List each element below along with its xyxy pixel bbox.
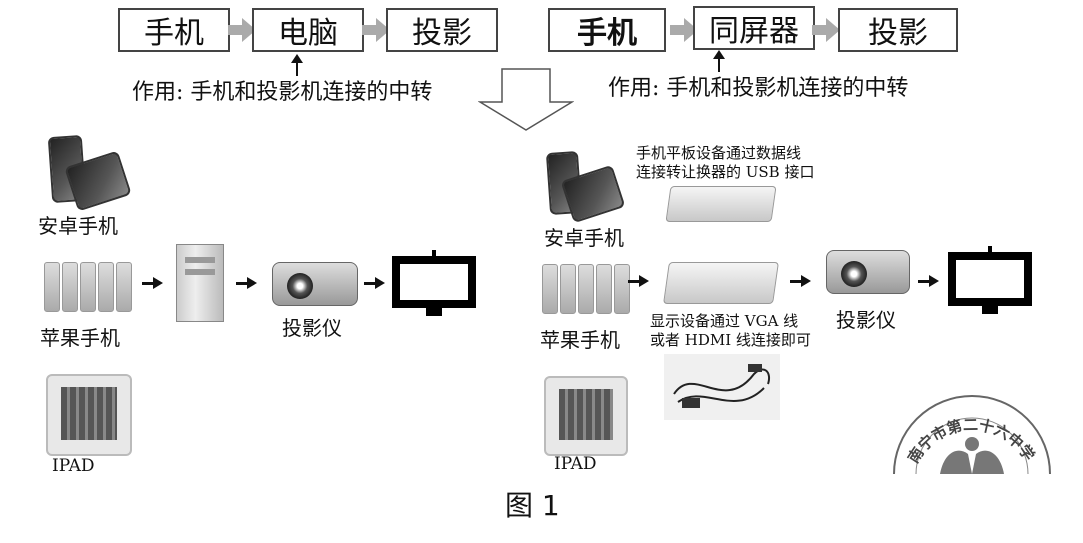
- left-android-label: 安卓手机: [38, 214, 118, 238]
- right-iphone-image: [542, 264, 630, 314]
- right-vga-converter-image: [663, 262, 779, 304]
- right-usb-note-line1: 手机平板设备通过数据线: [636, 144, 802, 162]
- left-screen-image: [392, 250, 476, 316]
- right-cable-image: [664, 354, 780, 420]
- flow-left-phone-box: 手机: [118, 8, 230, 52]
- right-vga-note: 显示设备通过 VGA 线 或者 HDMI 线连接即可: [650, 312, 811, 350]
- right-arrow-converter-to-projector: [790, 275, 811, 287]
- right-vga-note-line1: 显示设备通过 VGA 线: [650, 312, 799, 330]
- left-note-pointer-arrow: [291, 54, 303, 76]
- right-note-pointer-arrow: [713, 50, 725, 72]
- school-seal-logo: 南宁市第二十六中学: [893, 395, 1051, 474]
- left-projector-image: [272, 262, 358, 306]
- left-iphone-image: [44, 262, 132, 312]
- left-pc-tower-image: [176, 244, 224, 322]
- right-projector-image: [826, 250, 910, 294]
- right-arrow-phone-to-converter: [628, 275, 649, 287]
- right-arrow-projector-to-screen: [918, 275, 939, 287]
- left-apple-label: 苹果手机: [40, 326, 120, 350]
- right-usb-converter-image: [665, 186, 777, 222]
- right-android-label: 安卓手机: [544, 226, 624, 250]
- left-note: 作用: 手机和投影机连接的中转: [132, 80, 433, 105]
- left-ipad-label: IPAD: [52, 456, 95, 476]
- right-apple-label: 苹果手机: [540, 328, 620, 352]
- right-usb-note-line2: 连接转让换器的 USB 接口: [636, 163, 815, 181]
- right-vga-note-line2: 或者 HDMI 线连接即可: [650, 331, 811, 349]
- flow-left-projector-box: 投影: [386, 8, 498, 52]
- left-arrow-projector-to-screen: [364, 277, 385, 289]
- right-ipad-label: IPAD: [554, 454, 597, 474]
- left-arrow-phone-to-pc: [142, 277, 163, 289]
- left-projector-label: 投影仪: [282, 316, 342, 340]
- left-arrow-pc-to-projector: [236, 277, 257, 289]
- flow-right-projector-box: 投影: [838, 8, 958, 52]
- flow-left-pc-box: 电脑: [252, 8, 364, 52]
- flow-right-phone-box: 手机: [548, 8, 666, 52]
- flow-right-arrow-2: [812, 18, 840, 42]
- right-projector-label: 投影仪: [836, 308, 896, 332]
- right-ipad-image: [544, 376, 628, 456]
- big-down-arrow: [478, 68, 574, 131]
- left-ipad-image: [46, 374, 132, 456]
- flow-right-mirror-box: 同屏器: [693, 6, 815, 50]
- figure-caption: 图 1: [505, 489, 560, 522]
- right-note: 作用: 手机和投影机连接的中转: [608, 76, 909, 101]
- right-screen-image: [948, 246, 1032, 314]
- right-usb-note: 手机平板设备通过数据线 连接转让换器的 USB 接口: [636, 144, 814, 182]
